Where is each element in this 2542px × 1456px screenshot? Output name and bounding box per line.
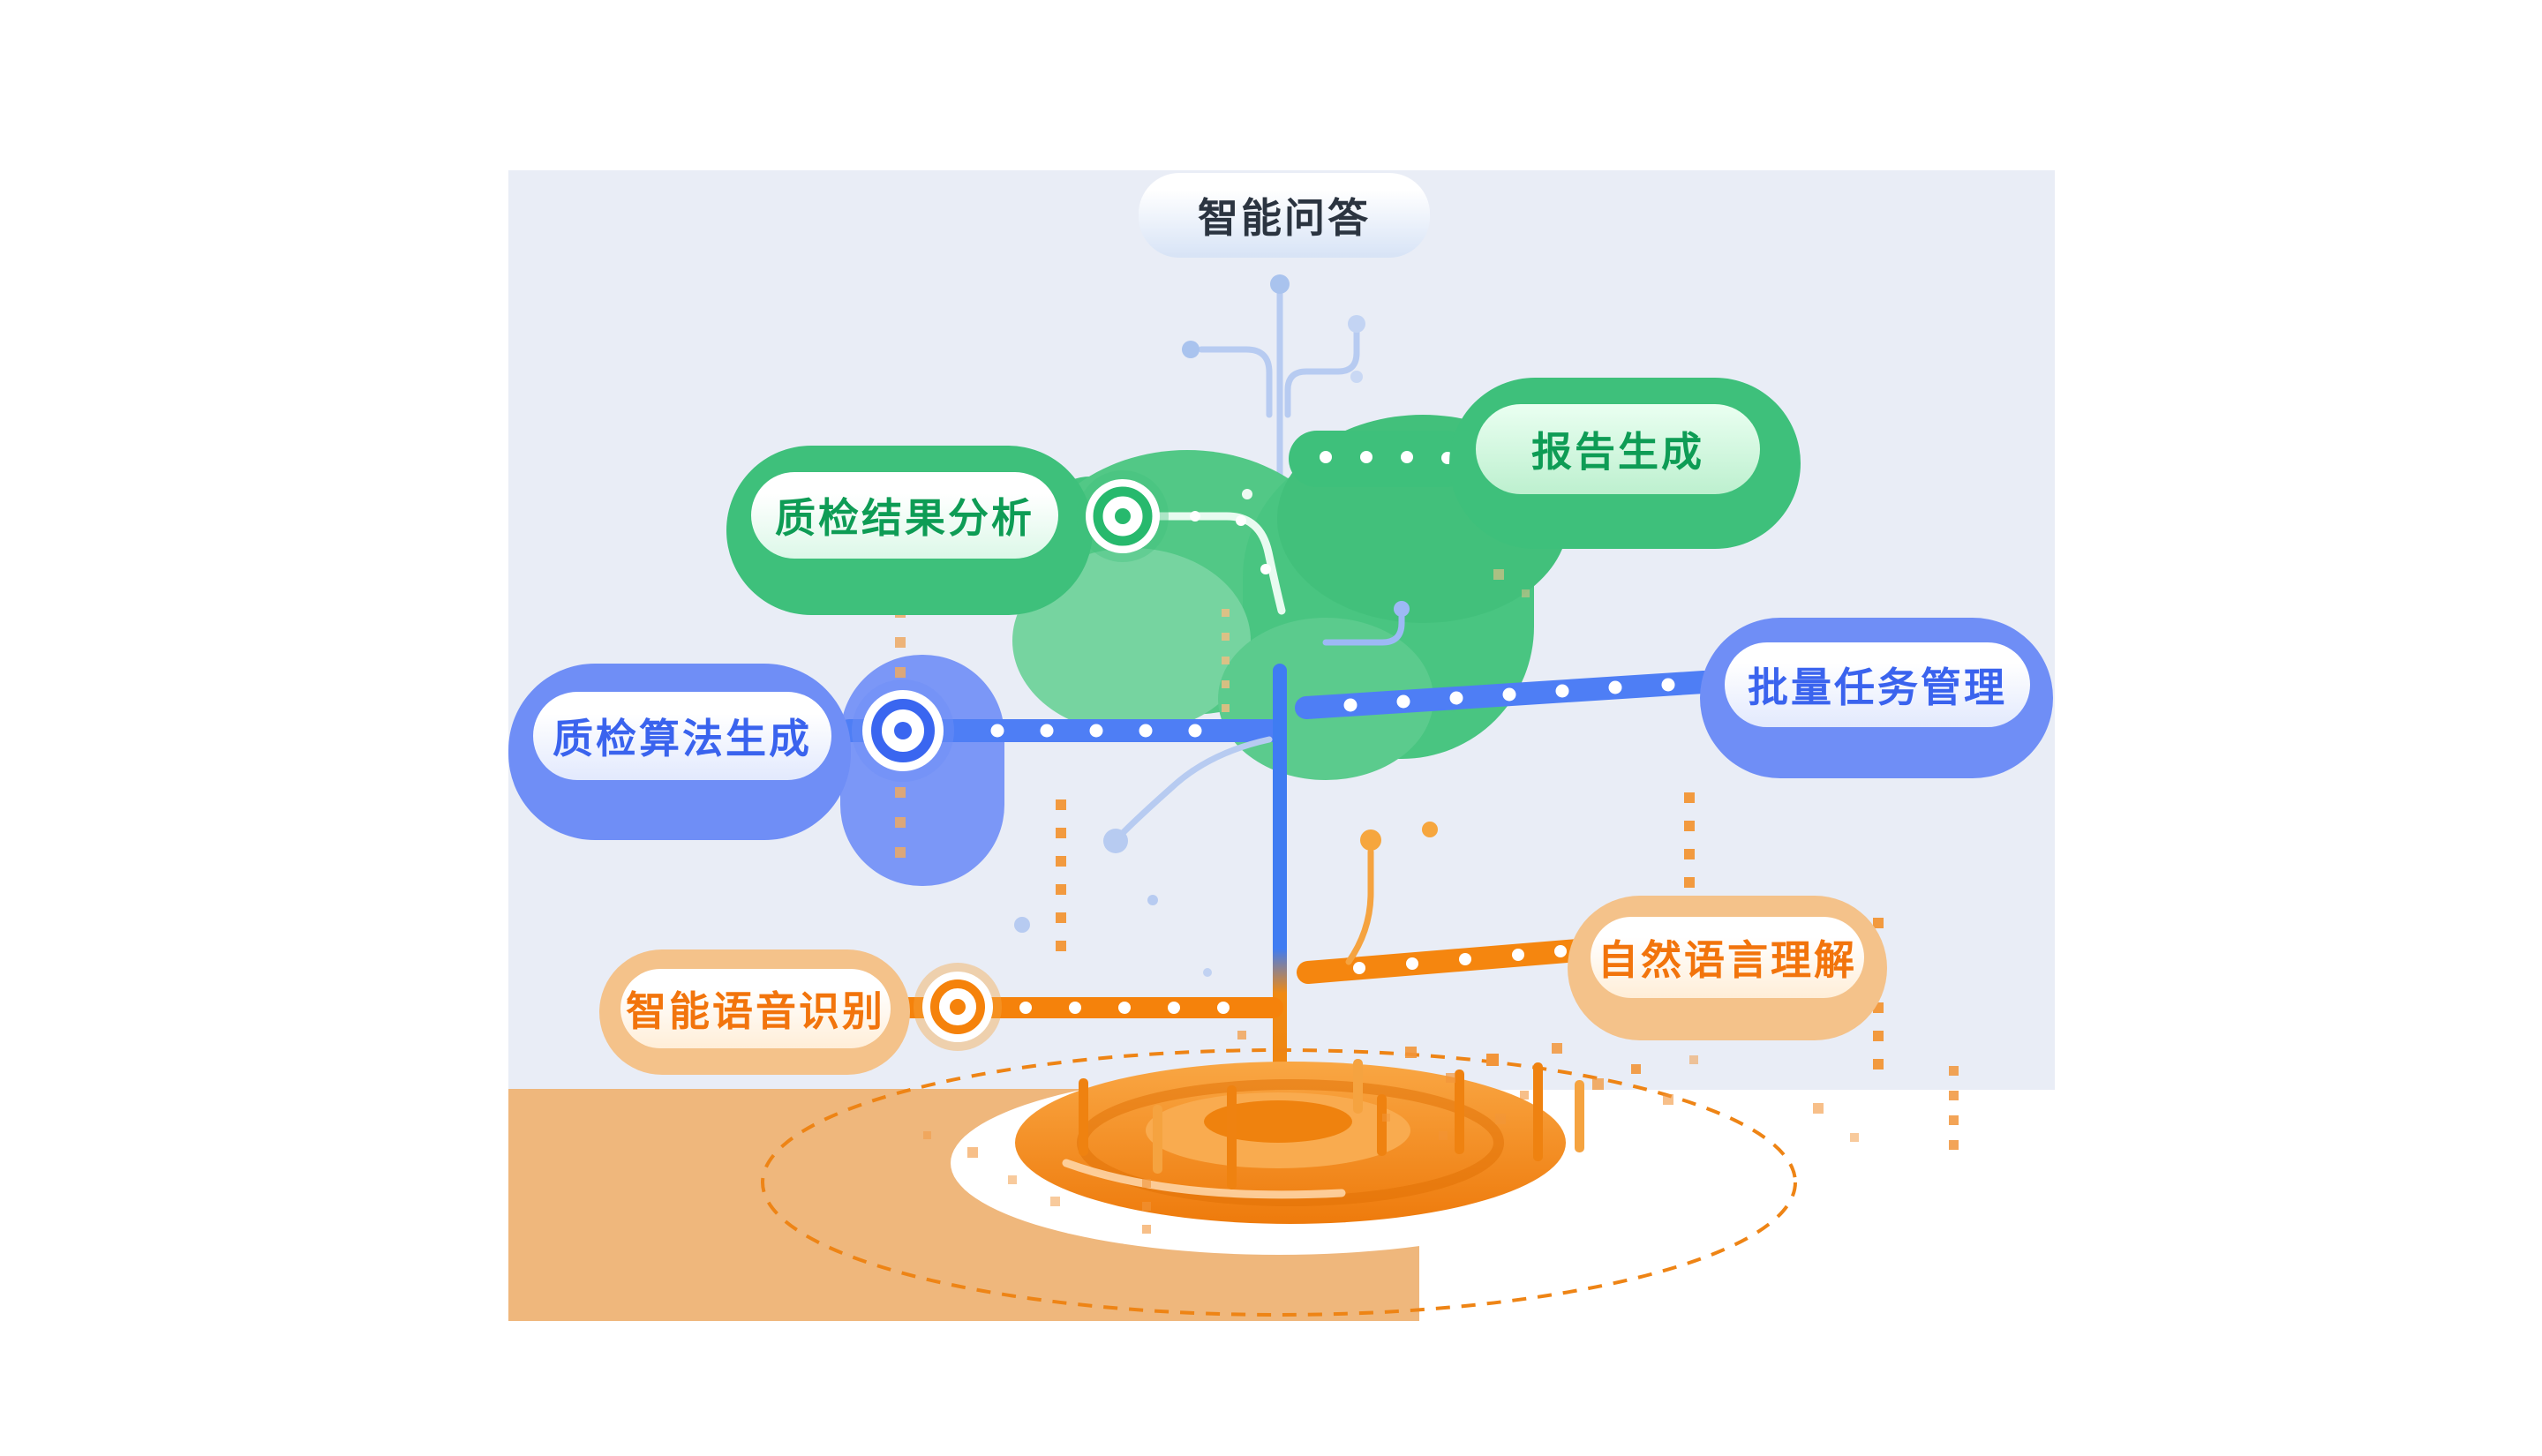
node-label-pill: 报告生成	[1476, 404, 1760, 494]
branch-nlu	[1297, 938, 1600, 984]
algo-blob	[840, 655, 1004, 886]
node-label: 报告生成	[1531, 429, 1704, 475]
node-label-pill: 批量任务管理	[1725, 642, 2030, 727]
branch-asr	[895, 997, 1283, 1018]
node-label: 智能语音识别	[626, 988, 885, 1034]
droop-twig	[1103, 736, 1273, 853]
node-label: 质检结果分析	[775, 495, 1034, 541]
node-label: 自然语言理解	[1598, 937, 1857, 983]
node-label: 质检算法生成	[553, 716, 812, 762]
node-intelligent-qa: 智能问答	[1139, 173, 1430, 258]
node-label-pill: 质检算法生成	[533, 692, 831, 780]
node-qc-algorithm-generation: 质检算法生成	[508, 664, 851, 840]
node-report-generation: 报告生成	[1449, 378, 1801, 549]
node-intelligent-speech-recognition: 智能语音识别	[599, 949, 910, 1075]
node-label-pill: 自然语言理解	[1591, 917, 1864, 998]
node-natural-language-understanding: 自然语言理解	[1568, 896, 1887, 1040]
vortex-base	[761, 1048, 1797, 1317]
node-qc-result-analysis: 质检结果分析	[726, 446, 1093, 615]
blue-elbow-twig	[1322, 601, 1410, 646]
rim-bars	[1079, 1059, 1584, 1190]
node-label-pill: 质检结果分析	[751, 472, 1058, 559]
node-label: 批量任务管理	[1748, 664, 2007, 710]
branch-algo	[838, 719, 1282, 742]
node-label-pill: 智能语音识别	[620, 969, 891, 1048]
orange-twig	[1345, 822, 1438, 965]
sprout-twig-dots	[1182, 274, 1365, 383]
node-batch-task-management: 批量任务管理	[1700, 618, 2053, 778]
node-label: 智能问答	[1198, 195, 1371, 241]
branch-batch	[1295, 671, 1715, 719]
scatter-dots	[1014, 895, 1212, 977]
confetti	[923, 569, 1859, 1206]
